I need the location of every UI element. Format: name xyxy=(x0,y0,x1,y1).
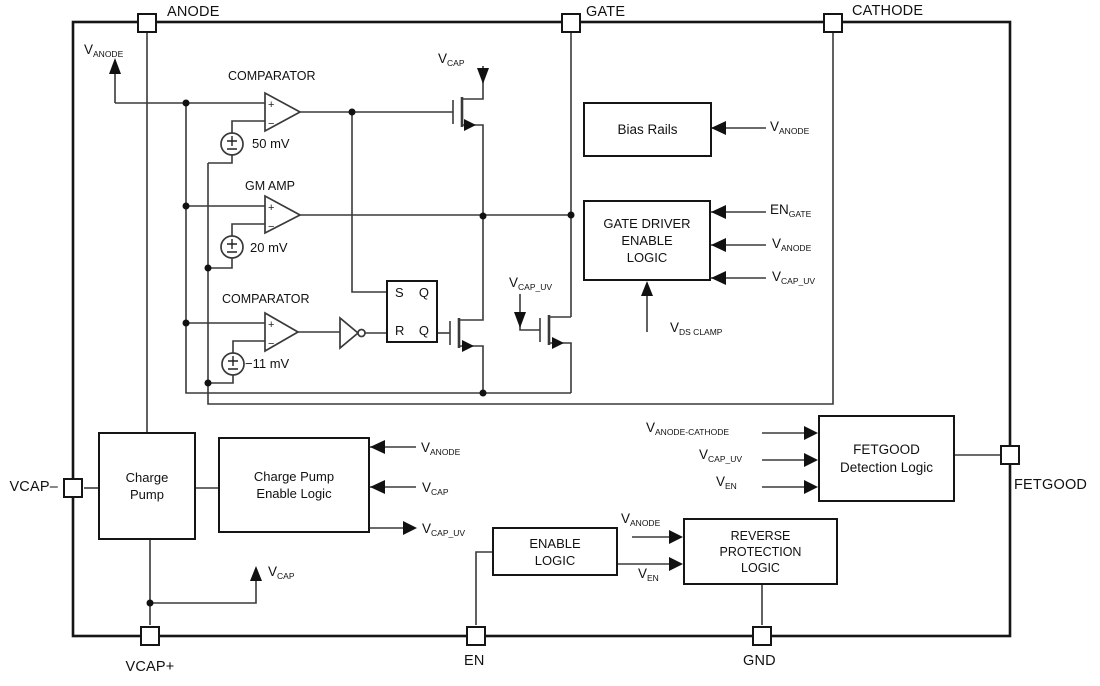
signal-gd-v-cap-uv: VCAP_UV xyxy=(772,269,816,286)
comparator2-label: COMPARATOR xyxy=(222,292,310,306)
sr-latch: S Q R Q xyxy=(386,280,438,343)
pin-vcap-plus xyxy=(140,626,160,646)
signal-fg-v-en: VEN xyxy=(716,474,737,491)
junction-dots xyxy=(146,99,575,607)
svg-text:+: + xyxy=(268,202,274,214)
block-bias-rails: Bias Rails xyxy=(583,102,712,157)
pin-label-gate: GATE xyxy=(586,4,626,20)
pin-label-cathode: CATHODE xyxy=(852,3,924,19)
signal-bias-v-anode: VANODE xyxy=(770,119,810,136)
comparator2-symbol xyxy=(264,311,300,353)
offset-20mv-label: 20 mV xyxy=(250,240,288,255)
latch-s-label: S xyxy=(395,285,404,300)
pin-label-fetgood: FETGOOD xyxy=(1014,477,1088,493)
pin-label-anode: ANODE xyxy=(167,4,220,20)
latch-q-bottom-label: Q xyxy=(418,323,429,338)
pin-cathode xyxy=(823,13,843,33)
inverter-bubble xyxy=(357,328,366,338)
pin-gnd xyxy=(752,626,772,646)
comparator1-label: COMPARATOR xyxy=(228,69,316,83)
signal-cpe-v-cap: VCAP xyxy=(422,480,449,497)
block-bias-rails-label: Bias Rails xyxy=(617,122,678,137)
wires xyxy=(71,20,1012,638)
signal-v-anode-cathode: VANODE-CATHODE xyxy=(646,420,730,437)
chip-outline xyxy=(71,20,1012,638)
block-charge-pump-enable-logic: Charge Pump Enable Logic xyxy=(218,437,370,533)
v-anode-up-arrow xyxy=(109,58,121,74)
pin-gate xyxy=(561,13,581,33)
svg-text:−: − xyxy=(268,221,274,233)
svg-text:−: − xyxy=(268,338,274,350)
signal-cpe-v-cap-uv: VCAP_UV xyxy=(422,521,466,538)
svg-text:+: + xyxy=(268,319,274,331)
pin-label-vcap-plus: VCAP+ xyxy=(125,659,175,675)
block-charge-pump: Charge Pump xyxy=(98,432,196,540)
signal-v-cap-top: VCAP xyxy=(438,51,465,68)
pin-label-en: EN xyxy=(464,653,485,669)
pin-vcap-minus xyxy=(63,478,83,498)
pin-label-gnd: GND xyxy=(743,653,776,669)
signal-el-v-anode: VANODE xyxy=(621,511,661,528)
vds-clamp-up-arrow xyxy=(641,281,653,296)
pin-anode xyxy=(137,13,157,33)
signal-v-cap-bottom: VCAP xyxy=(268,564,295,581)
v-cap-uv-down-arrow xyxy=(514,312,526,328)
offset-50mv-label: 50 mV xyxy=(252,136,290,151)
block-enable-logic: ENABLE LOGIC xyxy=(492,527,618,576)
svg-text:+: + xyxy=(268,99,274,111)
block-reverse-protection-logic: REVERSE PROTECTION LOGIC xyxy=(683,518,838,585)
latch-q-top-label: Q xyxy=(418,285,429,300)
signal-gd-v-anode: VANODE xyxy=(772,236,812,253)
signal-fg-v-cap-uv: VCAP_UV xyxy=(699,447,743,464)
signal-v-anode-top: VANODE xyxy=(84,42,124,59)
pin-fetgood xyxy=(1000,445,1020,465)
block-fetgood-detection-logic: FETGOOD Detection Logic xyxy=(818,415,955,502)
gm-amp-symbol xyxy=(264,194,302,235)
pin-en xyxy=(466,626,486,646)
signal-cpe-v-anode: VANODE xyxy=(421,440,461,457)
signal-el-v-en: VEN xyxy=(638,566,659,583)
signal-v-cap-uv-mid: VCAP_UV xyxy=(509,275,553,292)
signal-v-ds-clamp: VDS CLAMP xyxy=(670,320,723,337)
amp-input-signs: + − + − + − xyxy=(268,99,274,350)
inverter-symbol xyxy=(339,316,360,350)
gm-amp-label: GM AMP xyxy=(245,179,296,193)
v-cap-bottom-up-arrow xyxy=(250,566,262,581)
source-polarity-marks xyxy=(227,136,238,370)
svg-text:−: − xyxy=(268,118,274,130)
comparator1-symbol xyxy=(264,91,302,133)
offset-11mv-label: −11 mV xyxy=(245,356,290,371)
latch-r-label: R xyxy=(395,323,405,338)
pin-label-vcap-minus: VCAP– xyxy=(9,479,58,495)
block-gate-driver-enable-logic: GATE DRIVER ENABLE LOGIC xyxy=(583,200,711,281)
signal-en-gate: ENGATE xyxy=(770,202,812,219)
arrowheads xyxy=(109,58,818,581)
v-cap-down-arrow xyxy=(477,68,489,84)
